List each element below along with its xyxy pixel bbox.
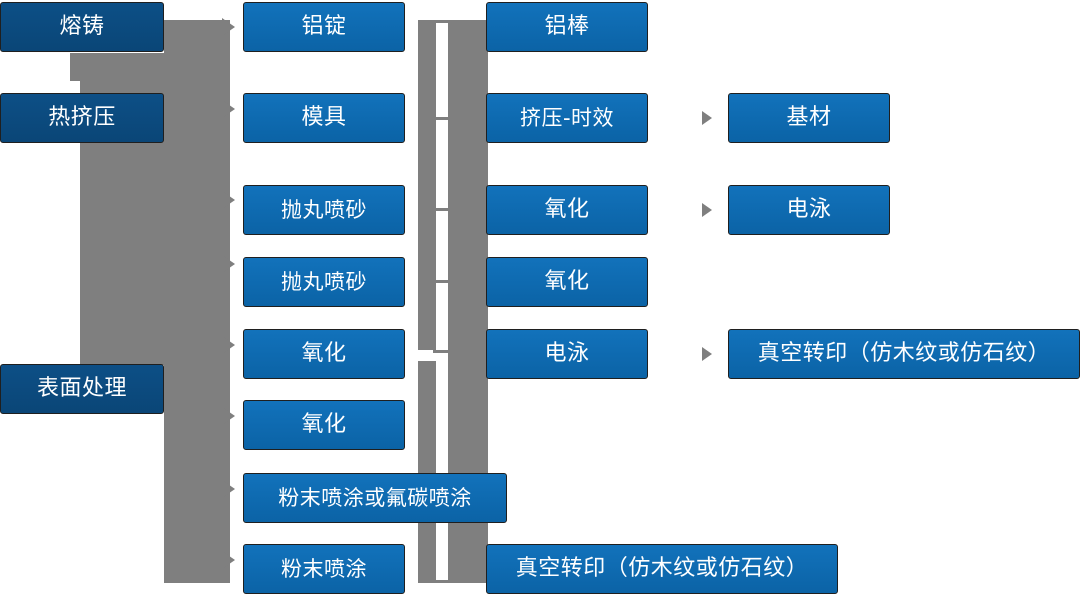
connector-notch-casting [70,53,84,81]
material-box-aluminium-rod[interactable]: 铝棒 [486,0,651,55]
connector-process-rail-left-top [418,20,436,350]
connector-process-rail-left-bottom [418,361,436,583]
output-box-electrophoresis[interactable]: 电泳 [728,182,893,238]
material-label: 氧化 [544,269,590,294]
rail-tie-1 [433,20,453,23]
stage-box-hot-extrusion[interactable]: 热挤压 [0,90,167,146]
arrow-to-proc-7 [222,480,235,498]
process-box-oxidation-2[interactable]: 氧化 [243,397,408,453]
material-box-oxidation-2[interactable]: 氧化 [486,254,651,310]
rail-tie-6 [433,580,453,583]
material-label: 氧化 [544,197,590,222]
process-label: 模具 [301,105,347,130]
rail-tie-2 [433,117,453,120]
arrow-to-proc-1 [222,18,235,36]
material-label: 挤压-时效 [519,105,615,130]
process-label: 抛丸喷砂 [281,269,367,294]
arrow-to-proc-5 [222,336,235,354]
output-box-base-material[interactable]: 基材 [728,90,893,146]
arrow-to-proc-6 [222,407,235,425]
connector-stage-spine [164,20,230,583]
material-box-extrusion-aging[interactable]: 挤压-时效 [486,90,651,146]
arrow-to-proc-8 [222,551,235,569]
process-box-powder-spray[interactable]: 粉末喷涂 [243,541,408,596]
stage-box-casting[interactable]: 熔铸 [0,0,167,55]
output-label: 基材 [786,105,832,130]
process-box-aluminium-ingot[interactable]: 铝锭 [243,0,408,55]
material-label: 铝棒 [544,14,590,39]
arrow-to-out-2 [702,203,712,217]
process-box-oxidation-1[interactable]: 氧化 [243,326,408,382]
process-label: 粉末喷涂或氟碳喷涂 [278,485,472,510]
material-label: 真空转印（仿木纹或仿石纹） [515,556,809,581]
process-label: 氧化 [301,412,347,437]
output-label: 电泳 [786,197,832,222]
stage-label: 熔铸 [59,14,105,39]
connector-surface-treatment-stub [163,388,189,391]
process-box-shot-blasting-1[interactable]: 抛丸喷砂 [243,182,408,238]
arrow-to-proc-2 [222,100,235,118]
material-box-vacuum-transfer-printing[interactable]: 真空转印（仿木纹或仿石纹） [486,541,841,596]
output-label: 真空转印（仿木纹或仿石纹） [757,341,1051,366]
process-label: 抛丸喷砂 [281,197,367,222]
arrow-to-proc-4 [222,255,235,273]
process-box-shot-blasting-2[interactable]: 抛丸喷砂 [243,254,408,310]
stage-box-surface-treatment[interactable]: 表面处理 [0,361,167,417]
material-box-electrophoresis[interactable]: 电泳 [486,326,651,382]
rail-tie-4 [433,280,453,283]
output-box-vacuum-transfer-printing[interactable]: 真空转印（仿木纹或仿石纹） [728,326,1083,382]
arrow-to-out-1 [702,111,712,125]
material-label: 电泳 [544,341,590,366]
rail-tie-5 [433,350,453,353]
process-box-powder-or-fluorocarbon-spray[interactable]: 粉末喷涂或氟碳喷涂 [243,470,510,526]
process-label: 粉末喷涂 [281,556,367,581]
process-box-mould[interactable]: 模具 [243,90,408,146]
stage-label: 热挤压 [48,105,116,130]
stage-label: 表面处理 [36,376,127,401]
material-box-oxidation-1[interactable]: 氧化 [486,182,651,238]
process-label: 铝锭 [301,14,347,39]
arrow-to-out-3 [702,347,712,361]
process-label: 氧化 [301,341,347,366]
arrow-to-proc-3 [222,191,235,209]
rail-tie-3 [433,208,453,211]
